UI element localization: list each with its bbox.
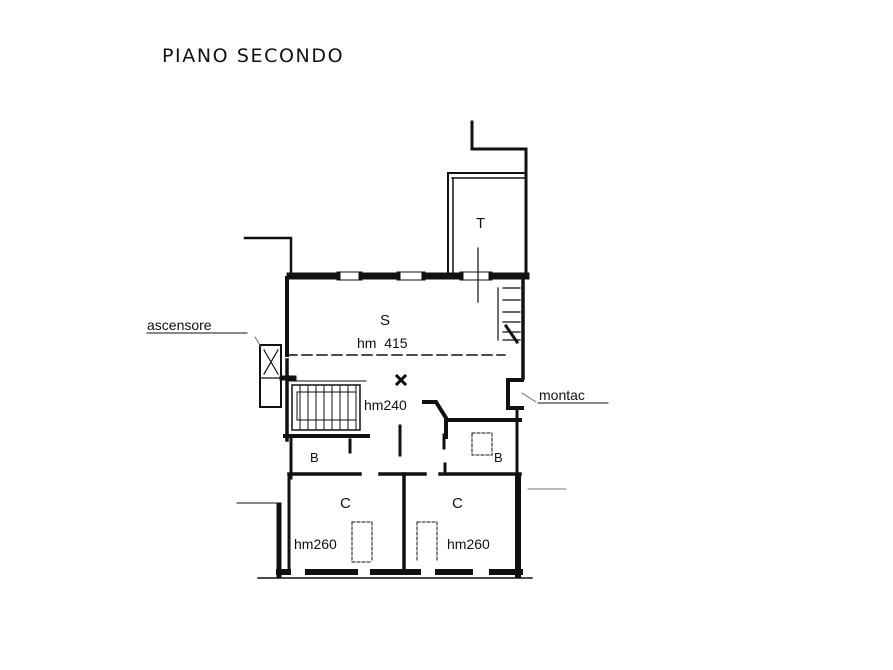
plan-title: PIANO SECONDO xyxy=(162,45,345,67)
room-label-bath-2: B xyxy=(494,450,503,465)
room-label-bath-1: B xyxy=(310,450,319,465)
room-label-bedroom-1: C xyxy=(340,495,351,512)
elevator-label: ascensore xyxy=(147,317,212,333)
room-label-bedroom-2: C xyxy=(452,495,463,512)
height-label-living: hm 415 xyxy=(357,335,408,351)
dumbwaiter-label: montac xyxy=(539,387,585,403)
room-label-living: S xyxy=(380,312,390,329)
height-label-bedroom-1: hm260 xyxy=(294,536,337,552)
height-label-landing: hm240 xyxy=(364,397,407,413)
height-label-bedroom-2: hm260 xyxy=(447,536,490,552)
room-label-terrace: T xyxy=(476,215,485,232)
